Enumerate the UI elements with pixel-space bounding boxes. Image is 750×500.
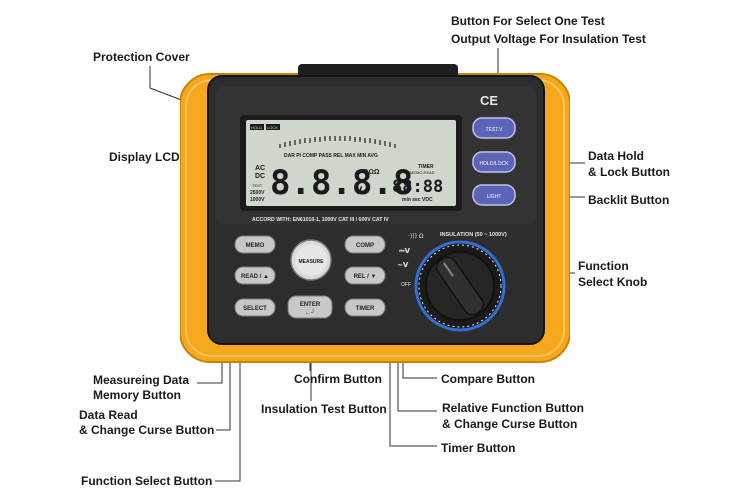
callout-function-knob-line1: Function <box>578 259 629 273</box>
select-label: SELECT <box>243 306 267 312</box>
lcd-timer: TIMER <box>418 164 434 170</box>
lcd-flags: DAR PI COMP PASS REL MAX MIN AVG <box>284 153 378 159</box>
enter-arrow-icon: ←┘ <box>305 308 315 316</box>
callout-test-voltage-line2: Output Voltage For Insulation Test <box>451 32 646 46</box>
rel-button[interactable]: REL / ▼ <box>344 266 386 285</box>
callout-insulation-test: Insulation Test Button <box>261 402 387 416</box>
callout-function-knob-line2: Select Knob <box>578 275 648 289</box>
lcd-main-digits: 8.8.8.8 <box>270 163 413 203</box>
lcd-2500v: 2500V <box>250 190 265 196</box>
enter-button[interactable]: ENTER ←┘ <box>287 295 333 319</box>
comp-button[interactable]: COMP <box>344 235 386 254</box>
callout-data-hold-line2: & Lock Button <box>588 165 670 179</box>
accord-text: ACCORD WITH: EN61010-1, 1000V CAT III / … <box>252 217 389 223</box>
lcd-ac: AC <box>255 165 265 172</box>
callout-data-hold-line1: Data Hold <box>588 149 645 163</box>
display-lcd: HOLD LOCK DAR PI COMP PASS REL MAX MIN A… <box>240 115 462 211</box>
test-voltage-label: TEST.V <box>486 127 504 133</box>
callout-relative-line2: & Change Curse Button <box>442 417 578 431</box>
lcd-unit-v: V <box>355 185 363 197</box>
lcd-memo-read: MEMO READ <box>410 170 435 175</box>
timer-label: TIMER <box>356 306 375 312</box>
measure-button[interactable]: MEASURE <box>290 239 332 281</box>
lcd-bargraph <box>279 136 396 148</box>
callout-backlit: Backlit Button <box>588 193 670 207</box>
comp-label: COMP <box>356 243 374 249</box>
callout-protection-cover: Protection Cover <box>93 50 190 64</box>
callout-compare: Compare Button <box>441 372 535 386</box>
lcd-lock: LOCK <box>267 125 278 130</box>
lcd-test: TEST <box>252 183 263 188</box>
callout-function-select: Function Select Button <box>81 474 213 488</box>
callout-timer: Timer Button <box>441 441 516 455</box>
callout-memory-line1: Measureing Data <box>93 373 190 387</box>
lcd-1000v: 1000V <box>250 197 265 203</box>
lcd-sub-digits: 88:88 <box>392 177 443 197</box>
lcd-dc: DC <box>255 173 265 180</box>
callout-confirm: Confirm Button <box>294 372 382 386</box>
callout-display-lcd: Display LCD <box>109 150 180 164</box>
memo-button[interactable]: MEMO <box>234 235 276 254</box>
hold-lock-label: HOLD/LOCK <box>480 161 510 167</box>
light-label: LIGHT <box>487 194 502 200</box>
lcd-hold: HOLD <box>251 125 262 130</box>
lcd-unit-ohm: GΩΩ <box>363 169 380 176</box>
memo-label: MEMO <box>246 243 265 249</box>
read-label: READ / ▲ <box>241 274 269 280</box>
knob-off-symbol: OFF <box>401 282 411 288</box>
callout-data-read-line2: & Change Curse Button <box>79 423 215 437</box>
knob-dcv-symbol: ⎓V <box>399 247 411 255</box>
light-button[interactable]: LIGHT <box>472 184 516 206</box>
enter-label: ENTER <box>300 302 321 308</box>
rel-label: REL / ▼ <box>354 274 377 280</box>
knob-acv-symbol: ~V <box>397 261 409 269</box>
callout-memory-line2: Memory Button <box>93 388 181 402</box>
measure-label: MEASURE <box>298 259 324 265</box>
test-voltage-button[interactable]: TEST.V <box>472 117 516 139</box>
insulation-range-label: INSULATION (50 ~ 1000V) <box>440 232 507 238</box>
timer-button[interactable]: TIMER <box>344 298 386 317</box>
function-select-knob[interactable] <box>414 240 506 332</box>
knob-ohm-symbol: ·))) Ω <box>408 233 424 240</box>
line-function-select <box>215 310 241 482</box>
read-button[interactable]: READ / ▲ <box>234 266 276 285</box>
select-button[interactable]: SELECT <box>234 298 276 317</box>
hold-lock-button[interactable]: HOLD/LOCK <box>472 151 516 173</box>
callout-relative-line1: Relative Function Button <box>442 401 584 415</box>
line-protection-cover <box>149 66 193 105</box>
callout-test-voltage-line1: Button For Select One Test <box>451 14 605 28</box>
ce-mark: CE <box>480 93 498 108</box>
insulation-tester-device: CE HOLD LOCK DAR PI COMP PASS REL MAX MI… <box>180 64 570 363</box>
callout-data-read-line1: Data Read <box>79 408 138 422</box>
lcd-min-sec: min sec VDC <box>402 197 433 203</box>
